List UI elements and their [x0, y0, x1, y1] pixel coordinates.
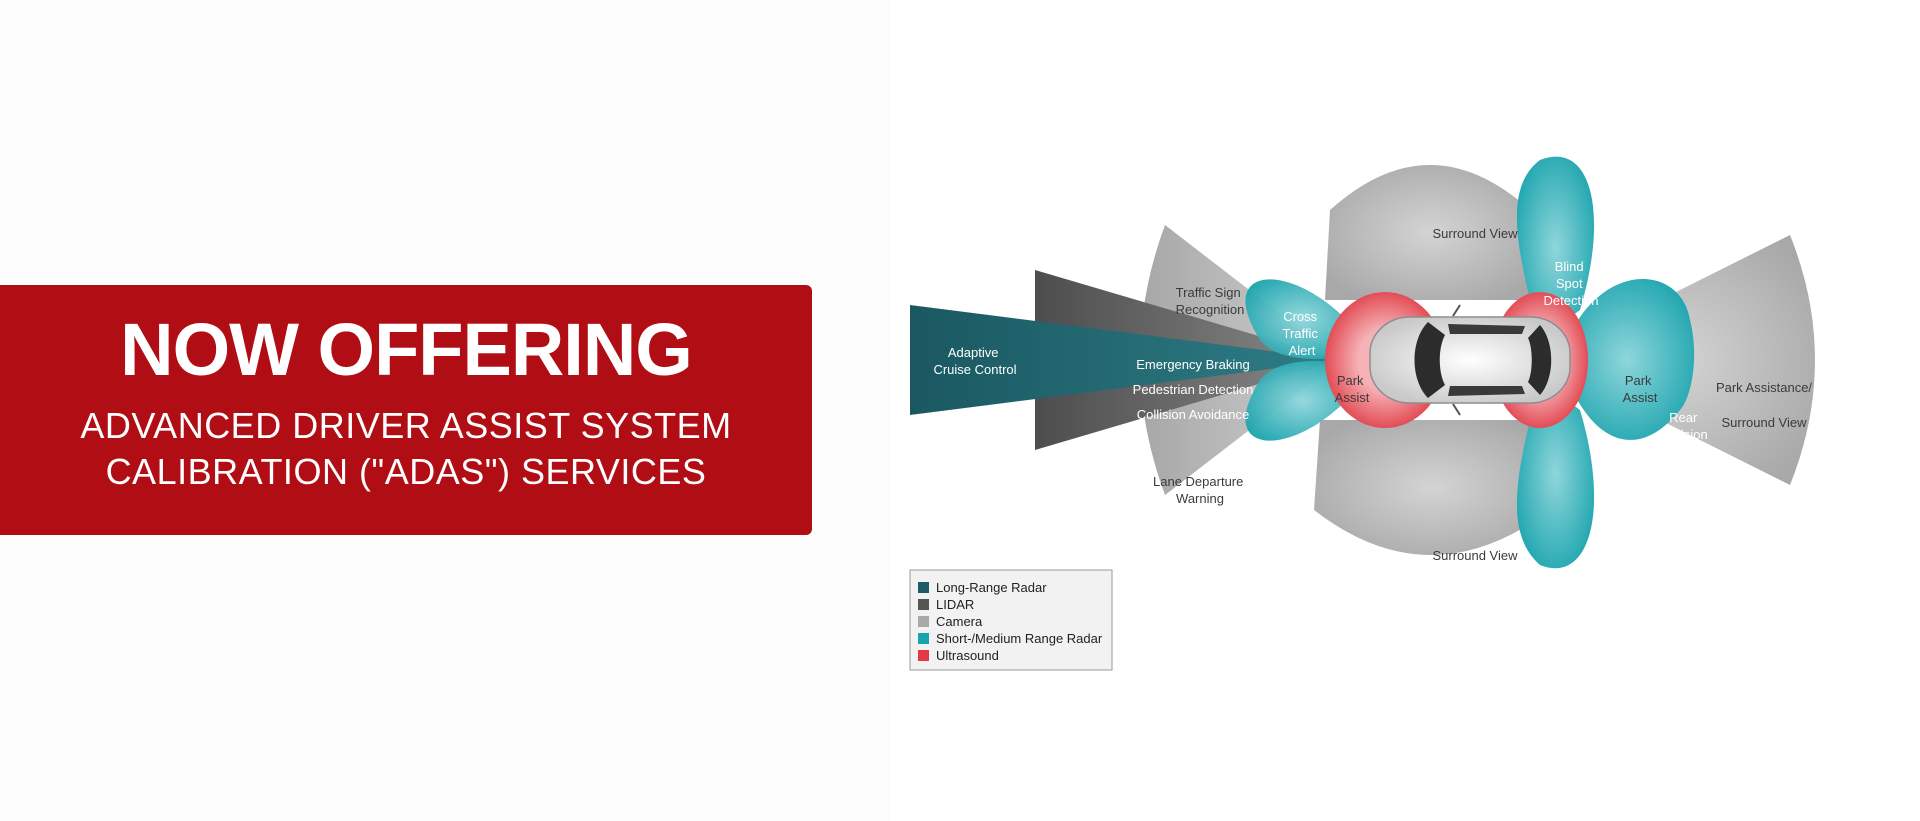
label-collision-avoidance: Collision Avoidance — [1137, 407, 1250, 422]
banner-subline-line-1: ADVANCED DRIVER ASSIST SYSTEM — [80, 405, 732, 446]
label-park-assistance: Park Assistance/ — [1716, 380, 1812, 395]
label-surround-view-bottom: Surround View — [1432, 548, 1518, 563]
legend-swatch — [918, 633, 929, 644]
label-traffic-sign: Traffic Sign Recognition — [1176, 285, 1245, 317]
legend-label: Ultrasound — [936, 648, 999, 663]
legend-swatch — [918, 599, 929, 610]
label-park-assist-front: Park Assist — [1335, 373, 1370, 405]
surround-view-top-zone — [1325, 165, 1536, 300]
now-offering-banner: NOW OFFERING ADVANCED DRIVER ASSIST SYST… — [0, 285, 812, 535]
legend-label: LIDAR — [936, 597, 974, 612]
label-rear-collision: Rear Collision Warning — [1659, 410, 1712, 459]
label-lane-departure: Lane Departure Warning — [1153, 474, 1247, 506]
car-topview-icon — [1369, 304, 1571, 416]
legend-label: Camera — [936, 614, 983, 629]
long-range-radar-zone — [910, 305, 1340, 415]
legend-swatch — [918, 650, 929, 661]
legend-swatch — [918, 582, 929, 593]
legend-label: Short-/Medium Range Radar — [936, 631, 1103, 646]
label-adaptive-cruise: Adaptive Cruise Control — [933, 345, 1016, 377]
legend-swatch — [918, 616, 929, 627]
banner-subline-line-2: CALIBRATION ("ADAS") SERVICES — [105, 451, 707, 492]
surround-view-bottom-zone — [1314, 420, 1550, 555]
label-emergency-braking: Emergency Braking — [1136, 357, 1249, 372]
label-surround-view-right: Surround View — [1721, 415, 1807, 430]
legend-label: Long-Range Radar — [936, 580, 1047, 595]
label-blind-spot: Blind Spot Detection — [1544, 259, 1599, 308]
label-pedestrian-detection: Pedestrian Detection — [1133, 382, 1254, 397]
label-park-assist-rear: Park Assist — [1623, 373, 1658, 405]
adas-sensor-diagram: Adaptive Cruise Control Traffic Sign Rec… — [909, 156, 1815, 671]
banner-headline: NOW OFFERING — [120, 308, 693, 391]
rear-collision-radar-lobe — [1560, 279, 1695, 440]
banner-subline: ADVANCED DRIVER ASSIST SYSTEM CALIBRATIO… — [0, 403, 812, 495]
label-cross-traffic: Cross Traffic Alert — [1282, 309, 1321, 358]
label-surround-view-top: Surround View — [1432, 226, 1518, 241]
